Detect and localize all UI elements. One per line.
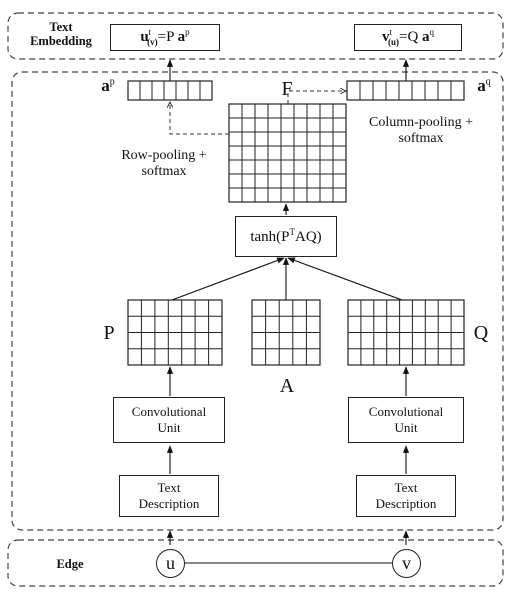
text-right-line1: Text	[394, 479, 418, 495]
column-pooling-label: Column-pooling + softmax	[356, 115, 486, 147]
node-v: v	[392, 549, 421, 578]
tanh-prefix: tanh(P	[250, 228, 290, 245]
conv-left-line2: Unit	[157, 420, 181, 435]
label-a: A	[279, 375, 295, 397]
label-p: P	[103, 322, 115, 344]
conv-right-line2: Unit	[394, 420, 418, 435]
text-embedding-panel	[7, 12, 504, 60]
conv-unit-right: Convolutional Unit	[348, 397, 464, 443]
edge-label: Edge	[40, 557, 100, 571]
text-description-left: Text Description	[119, 475, 219, 517]
formula-v-sub: (u)	[387, 36, 399, 47]
formula-u-box: ut(v)=P ap	[110, 24, 220, 51]
formula-u-vec: a	[177, 28, 186, 45]
label-ap-sup: p	[109, 76, 115, 88]
matrix-p	[127, 299, 223, 366]
column-pooling-line2: softmax	[398, 131, 444, 147]
tanh-box: tanh(PTAQ)	[235, 216, 337, 257]
formula-v-sup: t	[389, 26, 392, 37]
formula-u-rhs: =P	[157, 28, 178, 45]
matrix-a	[251, 299, 321, 366]
column-pooling-line1: Column-pooling +	[369, 115, 473, 130]
label-ap: ap	[92, 76, 124, 96]
edge-panel	[7, 539, 504, 587]
model-panel	[11, 71, 504, 531]
label-f: F	[281, 78, 293, 100]
row-pooling-label: Row-pooling + softmax	[104, 148, 224, 180]
formula-u-vec-sup: p	[185, 26, 190, 37]
label-ap-base: a	[101, 76, 110, 95]
text-right-line2: Description	[375, 496, 437, 511]
formula-u-base: u	[140, 28, 149, 45]
conv-unit-left: Convolutional Unit	[113, 397, 225, 443]
tanh-sup: T	[289, 226, 296, 237]
row-pooling-line1: Row-pooling +	[121, 148, 207, 163]
text-left-line1: Text	[157, 479, 181, 495]
label-aq: aq	[468, 76, 500, 96]
label-q: Q	[473, 322, 489, 344]
pooling-paths	[170, 91, 346, 135]
formula-v-box: vt(u)=Q aq	[354, 24, 462, 51]
conv-right-line1: Convolutional	[368, 403, 444, 419]
node-u: u	[156, 549, 185, 578]
text-embedding-label: Text Embedding	[18, 20, 104, 49]
vector-ap	[127, 80, 213, 101]
text-left-line2: Description	[138, 496, 200, 511]
formula-u-sub: (v)	[147, 36, 158, 47]
edge-text: Edge	[56, 557, 84, 571]
vector-aq	[346, 80, 465, 101]
formula-v-vec-sup: q	[429, 26, 435, 37]
row-pooling-line2: softmax	[141, 164, 187, 180]
formula-u-sup: t	[148, 26, 152, 37]
tanh-suffix: AQ)	[295, 228, 322, 245]
label-aq-sup: q	[485, 76, 491, 88]
flow-arrows	[166, 59, 410, 564]
label-aq-base: a	[477, 76, 486, 95]
formula-v-rhs: =Q	[398, 28, 423, 45]
formula-v-base: v	[381, 28, 390, 45]
text-embedding-text: Text Embedding	[30, 20, 92, 49]
formula-v-vec: a	[422, 28, 430, 45]
matrix-f	[228, 103, 347, 203]
matrix-q	[347, 299, 465, 366]
conv-left-line1: Convolutional	[131, 403, 207, 419]
text-description-right: Text Description	[356, 475, 456, 517]
